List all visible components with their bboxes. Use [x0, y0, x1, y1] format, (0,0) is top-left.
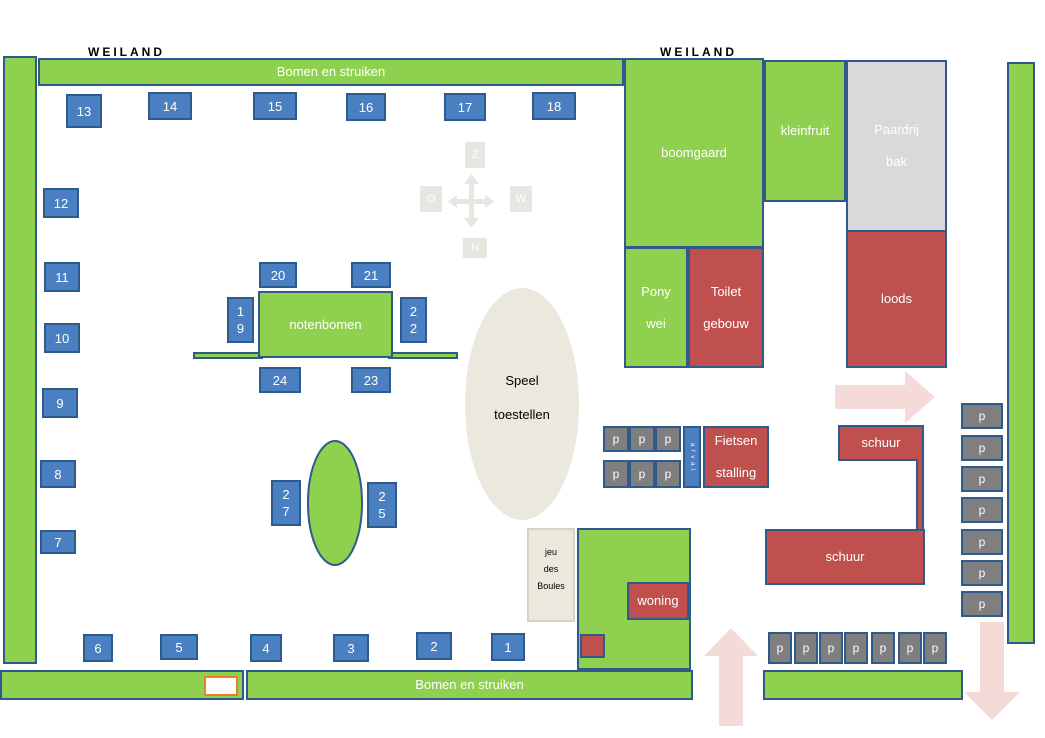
hedge-top: Bomen en struiken: [38, 58, 624, 86]
parking-spot: p: [961, 403, 1003, 429]
toilet-building: Toilet gebouw: [688, 247, 764, 368]
parking-spot: p: [961, 435, 1003, 461]
boomgaard-area: boomgaard: [624, 58, 764, 248]
parking-spot: p: [961, 497, 1003, 523]
parking-spot: p: [603, 460, 629, 488]
speeltoestellen-label: Speel toestellen: [494, 373, 550, 422]
plot-1: 1: [491, 633, 525, 661]
parking-spot: p: [898, 632, 922, 664]
schuur-large-building: schuur: [765, 529, 925, 585]
plot-22: 2 2: [400, 297, 427, 343]
parking-spot: p: [871, 632, 895, 664]
parking-spot: p: [961, 560, 1003, 586]
hedge-left: [3, 56, 37, 664]
fietsenstalling-building: Fietsen stalling: [703, 426, 769, 488]
oval-green-area: [307, 440, 363, 566]
plot-19: 1 9: [227, 297, 254, 343]
kleinfruit-area: kleinfruit: [764, 60, 846, 202]
plot-2: 2: [416, 632, 452, 660]
plot-15: 15: [253, 92, 297, 120]
plot-13: 13: [66, 94, 102, 128]
small-shed: [580, 634, 605, 658]
plot-11: 11: [44, 262, 80, 292]
plot-18: 18: [532, 92, 576, 120]
arrow-up-icon: [704, 628, 758, 726]
plot-21: 21: [351, 262, 391, 288]
jeu-des-boules-area: jeu des Boules: [527, 528, 575, 622]
plot-14: 14: [148, 92, 192, 120]
parking-spot: p: [794, 632, 818, 664]
loods-building: loods: [846, 230, 947, 368]
pony-wei-area: Pony wei: [624, 247, 688, 368]
parking-spot: p: [844, 632, 868, 664]
compass-z: Z: [465, 142, 485, 168]
plot-3: 3: [333, 634, 369, 662]
compass-cross-icon: [448, 174, 494, 228]
hedge-bottom-left: [0, 670, 244, 700]
compass-o: O: [420, 186, 442, 212]
plot-27: 2 7: [271, 480, 301, 526]
parking-spot: p: [655, 426, 681, 452]
plot-12: 12: [43, 188, 79, 218]
plot-7: 7: [40, 530, 76, 554]
woning-building: woning: [627, 582, 689, 620]
weiland-label-left: WEILAND: [88, 45, 165, 59]
parking-spot: p: [961, 529, 1003, 555]
parking-spot: p: [923, 632, 947, 664]
plot-24: 24: [259, 367, 301, 393]
compass-w: W: [510, 186, 532, 212]
hedge-bottom-right: [763, 670, 963, 700]
schuur-connector: [916, 459, 924, 531]
weiland-label-right: WEILAND: [660, 45, 737, 59]
hedge-right: [1007, 62, 1035, 644]
paardrijbak-area: Paardrij bak: [846, 60, 947, 232]
parking-spot: p: [655, 460, 681, 488]
entrance-gate: [204, 676, 238, 696]
parking-spot: p: [629, 426, 655, 452]
plot-25: 2 5: [367, 482, 397, 528]
arrow-right-icon: [835, 371, 935, 423]
plot-10: 10: [44, 323, 80, 353]
hedge-strip-right: [388, 352, 458, 359]
notenbomen-area: notenbomen: [258, 291, 393, 358]
plot-8: 8: [40, 460, 76, 488]
parking-spot: p: [961, 591, 1003, 617]
plot-23: 23: [351, 367, 391, 393]
plot-4: 4: [250, 634, 282, 662]
compass-n: N: [463, 238, 487, 258]
parking-spot: p: [603, 426, 629, 452]
parking-spot: p: [819, 632, 843, 664]
plot-5: 5: [160, 634, 198, 660]
plot-20: 20: [259, 262, 297, 288]
afval-container: a f v a l: [683, 426, 701, 488]
arrow-down-icon: [964, 622, 1020, 720]
speeltoestellen-area: [465, 288, 579, 520]
plot-16: 16: [346, 93, 386, 121]
schuur-small-building: schuur: [838, 425, 924, 461]
plot-6: 6: [83, 634, 113, 662]
plot-9: 9: [42, 388, 78, 418]
plot-17: 17: [444, 93, 486, 121]
hedge-strip-left: [193, 352, 263, 359]
parking-spot: p: [768, 632, 792, 664]
parking-spot: p: [961, 466, 1003, 492]
parking-spot: p: [629, 460, 655, 488]
hedge-bottom-middle: Bomen en struiken: [246, 670, 693, 700]
